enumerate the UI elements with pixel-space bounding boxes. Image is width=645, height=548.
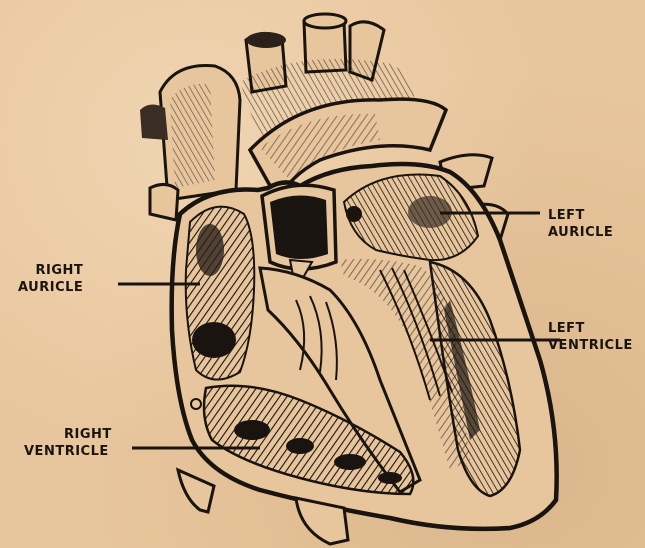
label-left-auricle-line2: AURICLE <box>548 224 613 241</box>
label-left-ventricle-line2: VENTRICLE <box>548 337 633 354</box>
superior-vena-cava <box>140 66 240 200</box>
label-left-ventricle-line1: LEFT <box>548 320 633 337</box>
label-left-auricle-line1: LEFT <box>548 207 613 224</box>
label-right-auricle-line2: AURICLE <box>18 279 83 296</box>
right-auricle-chamber <box>186 207 255 380</box>
label-left-auricle: LEFT AURICLE <box>548 207 613 241</box>
label-right-auricle-line1: RIGHT <box>18 262 83 279</box>
label-right-ventricle: RIGHT VENTRICLE <box>24 426 112 460</box>
label-right-auricle: RIGHT AURICLE <box>18 262 83 296</box>
label-left-ventricle: LEFT VENTRICLE <box>548 320 633 354</box>
label-right-ventricle-line2: VENTRICLE <box>24 443 112 460</box>
label-right-ventricle-line1: RIGHT <box>24 426 112 443</box>
